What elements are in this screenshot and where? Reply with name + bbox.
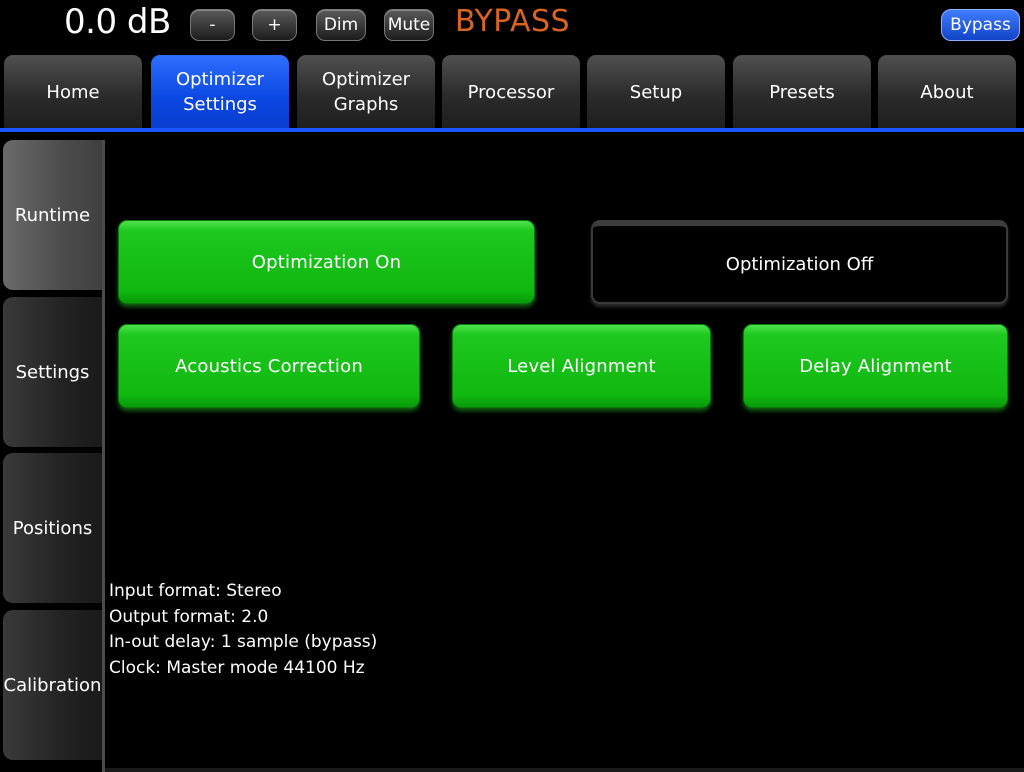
level-alignment-button[interactable]: Level Alignment <box>452 324 711 408</box>
top-bar: 0.0 dB - + Dim Mute BYPASS Bypass <box>0 0 1024 50</box>
bypass-button[interactable]: Bypass <box>941 9 1020 41</box>
side-divider <box>102 140 105 772</box>
acoustics-correction-button[interactable]: Acoustics Correction <box>118 324 420 408</box>
optimization-on-button[interactable]: Optimization On <box>118 220 535 304</box>
tab-label: Home <box>46 81 100 103</box>
tab-label: Optimizer Graphs <box>321 69 411 115</box>
dim-button[interactable]: Dim <box>316 9 366 41</box>
volume-down-button[interactable]: - <box>190 9 235 41</box>
mute-button[interactable]: Mute <box>384 9 434 41</box>
tab-setup[interactable]: Setup <box>587 55 725 129</box>
tab-label: Optimizer Settings <box>175 69 265 115</box>
tab-about[interactable]: About <box>878 55 1016 129</box>
sidetab-settings[interactable]: Settings <box>3 297 102 447</box>
tab-processor[interactable]: Processor <box>442 55 580 129</box>
bypass-status: BYPASS <box>455 4 571 39</box>
tab-underline <box>0 128 1024 132</box>
tab-home[interactable]: Home <box>4 55 142 129</box>
input-format-text: Input format: Stereo <box>109 581 282 601</box>
sidetab-positions[interactable]: Positions <box>3 453 102 603</box>
tab-optimizer-graphs[interactable]: Optimizer Graphs <box>297 55 435 129</box>
clock-text: Clock: Master mode 44100 Hz <box>109 657 365 678</box>
status-info: Input format: Stereo Output format: 2.0 … <box>109 579 377 681</box>
bottom-border <box>105 768 1024 772</box>
delay-text: In-out delay: 1 sample (bypass) <box>109 632 378 652</box>
output-format-text: Output format: 2.0 <box>109 606 269 627</box>
sidetab-calibration[interactable]: Calibration <box>3 610 102 760</box>
tab-label: Processor <box>467 81 555 103</box>
delay-alignment-button[interactable]: Delay Alignment <box>743 324 1008 408</box>
tab-label: Presets <box>769 81 835 103</box>
tab-presets[interactable]: Presets <box>733 55 871 129</box>
volume-up-button[interactable]: + <box>252 9 297 41</box>
main-tab-bar: Home Optimizer Settings Optimizer Graphs… <box>0 55 1024 129</box>
volume-readout: 0.0 dB <box>64 2 171 42</box>
tab-label: Setup <box>629 81 683 103</box>
tab-optimizer-settings[interactable]: Optimizer Settings <box>151 55 289 129</box>
optimization-off-button[interactable]: Optimization Off <box>591 220 1008 304</box>
tab-label: About <box>920 81 974 103</box>
sidetab-runtime[interactable]: Runtime <box>3 140 102 290</box>
